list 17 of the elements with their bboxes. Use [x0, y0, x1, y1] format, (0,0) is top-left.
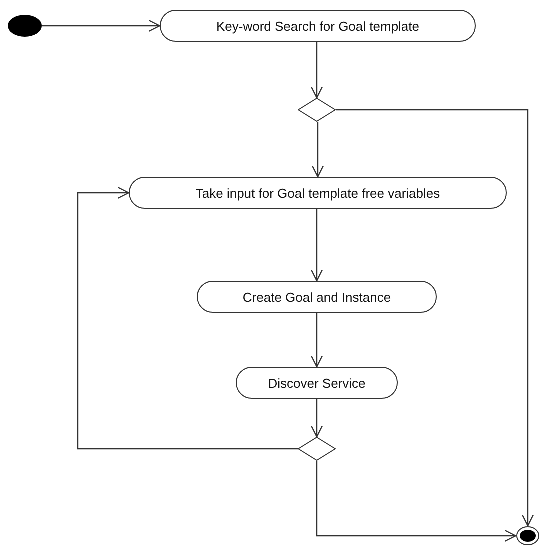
action-box: Take input for Goal template free variables: [129, 177, 507, 209]
arrow: [310, 313, 324, 368]
initial-node: [8, 15, 42, 37]
arrow: [336, 109, 534, 527]
decision-diamond: [298, 98, 336, 122]
arrow: [42, 20, 161, 32]
action-box: Create Goal and Instance: [197, 281, 437, 313]
arrow: [316, 461, 517, 542]
arrow: [77, 186, 298, 450]
arrow: [310, 399, 324, 438]
decision-diamond: [298, 437, 336, 461]
arrow: [312, 122, 324, 178]
final-node: [516, 526, 540, 546]
arrow: [310, 42, 324, 99]
action-box: Key-word Search for Goal template: [160, 10, 476, 42]
action-box: Discover Service: [236, 367, 398, 399]
arrow: [310, 209, 324, 282]
